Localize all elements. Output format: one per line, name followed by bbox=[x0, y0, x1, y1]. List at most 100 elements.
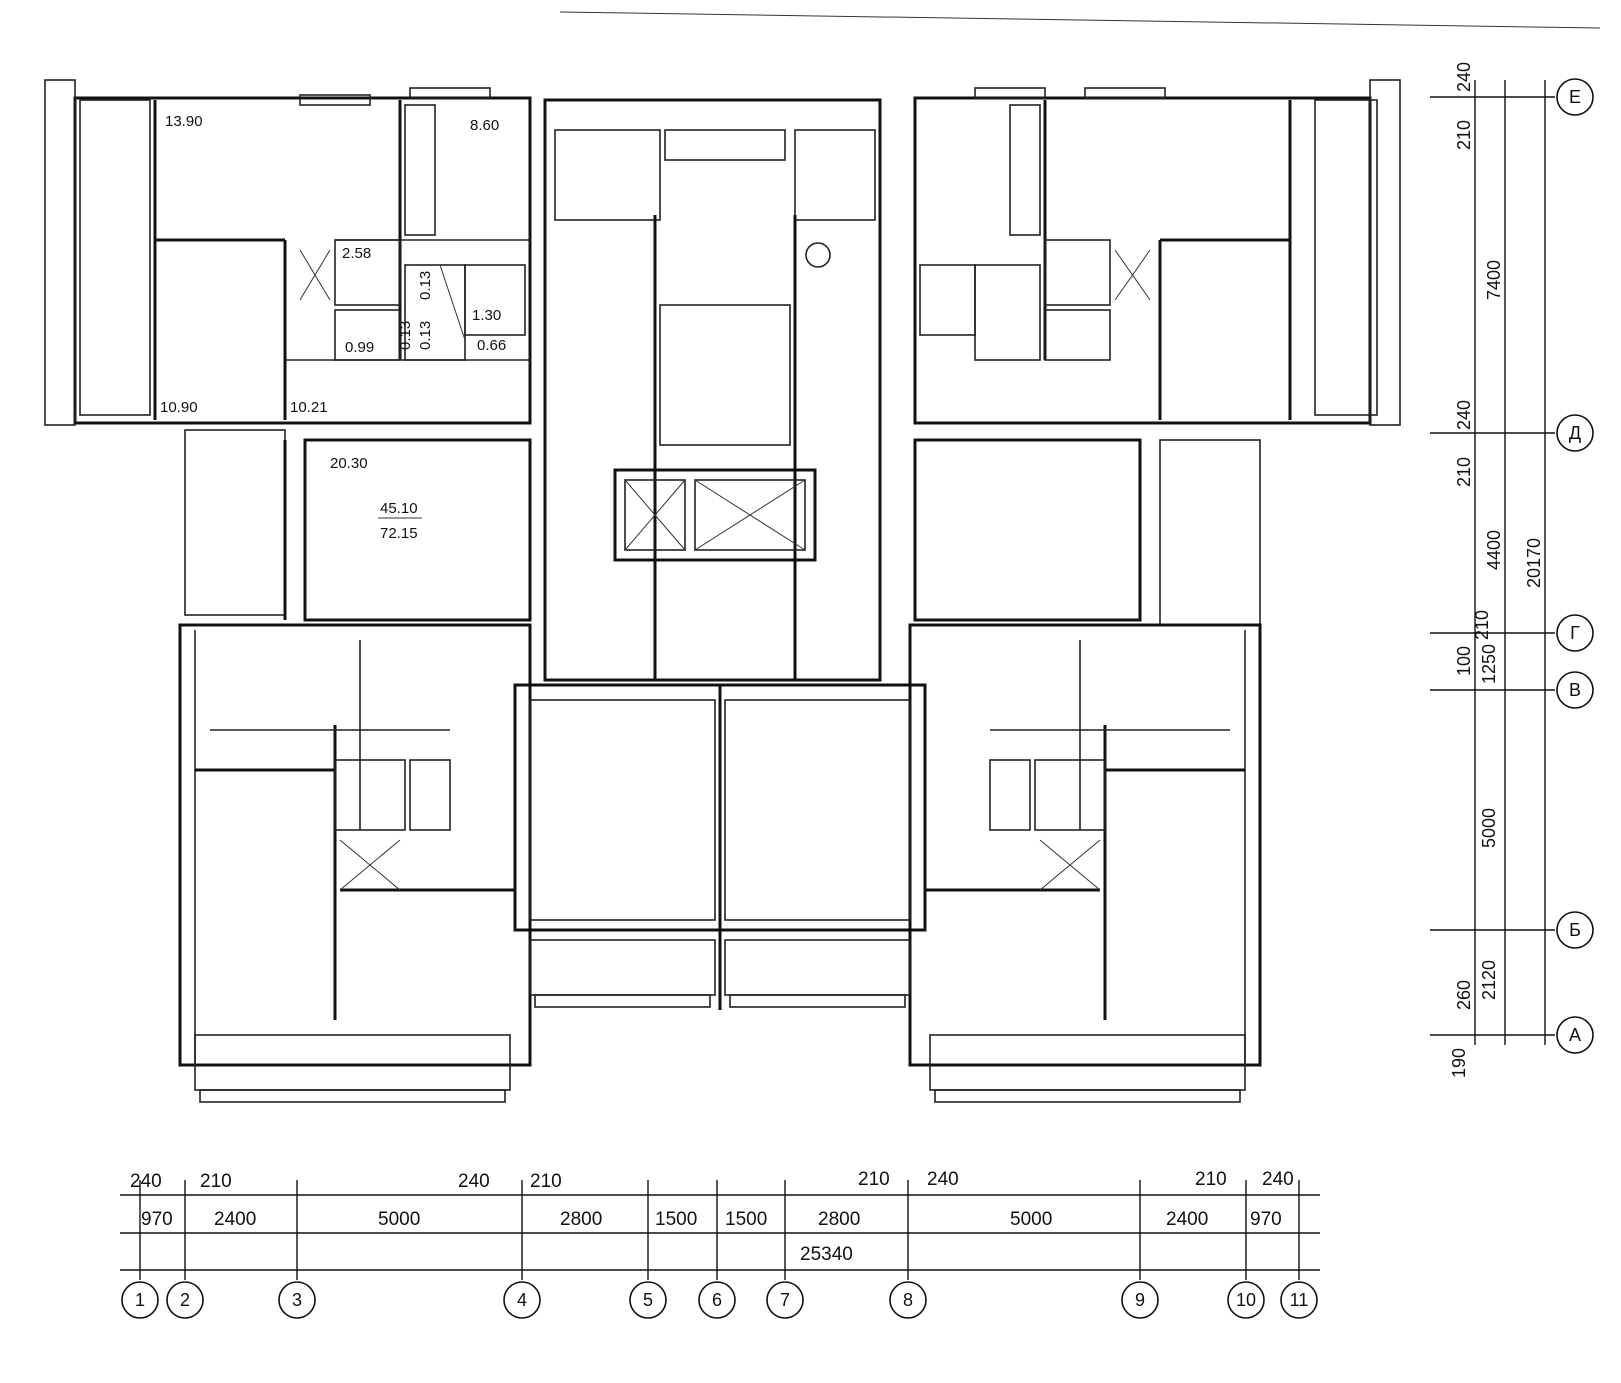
room-area-label: 0.13 bbox=[417, 321, 434, 350]
loggia-left bbox=[184, 429, 286, 616]
balcony-left-top bbox=[79, 99, 151, 416]
wall-thickness-label: 240 bbox=[1262, 1169, 1294, 1190]
column-axis-label: 7 bbox=[780, 1290, 790, 1310]
row-axis-label: Г bbox=[1570, 623, 1580, 643]
span-dimension: 260 bbox=[1454, 980, 1474, 1010]
span-dimension: 210 bbox=[1454, 120, 1474, 150]
span-dimension: 2120 bbox=[1479, 960, 1499, 1000]
balcony-right-top bbox=[1314, 99, 1378, 416]
column-axis-bubble bbox=[1227, 1281, 1265, 1319]
stair-flight-main bbox=[659, 304, 791, 446]
right-dimensions bbox=[1474, 80, 1546, 1045]
span-dimension: 1500 bbox=[655, 1209, 697, 1230]
column-axis-label: 5 bbox=[643, 1290, 653, 1310]
span-dimension: 1500 bbox=[725, 1209, 767, 1230]
column-axis-label: 3 bbox=[292, 1290, 302, 1310]
stair-flight-top-left bbox=[554, 129, 661, 221]
room-area-label: 2.58 bbox=[342, 245, 371, 262]
living-area-label: 45.10 bbox=[380, 500, 418, 517]
balcony-right-bottom bbox=[929, 1034, 1246, 1091]
column-axis-bubble bbox=[278, 1281, 316, 1319]
balcony-center-right bbox=[724, 939, 911, 996]
wall-thickness-label: 210 bbox=[200, 1171, 232, 1192]
total-height-dimension: 20170 bbox=[1524, 538, 1544, 588]
column-axis-bubble bbox=[121, 1281, 159, 1319]
room-area-label: 10.21 bbox=[290, 399, 328, 416]
room-area-label: 0.66 bbox=[477, 337, 506, 354]
wall-thickness-label: 240 bbox=[458, 1171, 490, 1192]
total-area-label: 72.15 bbox=[380, 525, 418, 542]
column-axis-label: 6 bbox=[712, 1290, 722, 1310]
room-area-label: 10.90 bbox=[160, 399, 198, 416]
span-dimension: 240 bbox=[1454, 400, 1474, 430]
column-axis-label: 10 bbox=[1236, 1290, 1256, 1310]
elevator-large bbox=[694, 479, 806, 551]
span-dimension: 5000 bbox=[1479, 808, 1499, 848]
column-axis-bubble bbox=[1280, 1281, 1318, 1319]
column-axis-group: 1 2 3 4 5 6 7 8 9 10 11 bbox=[121, 1180, 1318, 1319]
left-top-apartment bbox=[44, 79, 532, 622]
room-area-label: 20.30 bbox=[330, 455, 368, 472]
span-dimension: 2800 bbox=[818, 1209, 860, 1230]
stair-flight-top-right bbox=[794, 129, 876, 221]
left-bottom-apartment bbox=[178, 623, 532, 1103]
row-axis-label: Б bbox=[1569, 920, 1581, 940]
span-dimension: 190 bbox=[1449, 1048, 1469, 1078]
span-dimension: 970 bbox=[1250, 1209, 1282, 1230]
column-axis-bubble bbox=[629, 1281, 667, 1319]
span-dimension: 4400 bbox=[1484, 530, 1504, 570]
span-dimension: 2800 bbox=[560, 1209, 602, 1230]
wall-thickness-label: 210 bbox=[858, 1169, 890, 1190]
column-axis-label: 9 bbox=[1135, 1290, 1145, 1310]
wall-thickness-label: 210 bbox=[530, 1171, 562, 1192]
room-area-label: 0.13 bbox=[397, 321, 414, 350]
elevator-small bbox=[624, 479, 686, 551]
column-axis-bubble bbox=[503, 1281, 541, 1319]
span-dimension: 210 bbox=[1472, 610, 1492, 640]
column-axis-bubble bbox=[1121, 1281, 1159, 1319]
span-dimension: 5000 bbox=[1010, 1209, 1052, 1230]
column-axis-label: 4 bbox=[517, 1290, 527, 1310]
span-dimension: 2400 bbox=[1166, 1209, 1208, 1230]
span-dimension: 100 bbox=[1454, 646, 1474, 676]
span-dimension: 5000 bbox=[378, 1209, 420, 1230]
row-axis-label: Е bbox=[1569, 87, 1581, 107]
column-axis-label: 1 bbox=[135, 1290, 145, 1310]
column-axis-bubble bbox=[166, 1281, 204, 1319]
row-axis-label: Д bbox=[1569, 423, 1581, 443]
wall-thickness-label: 240 bbox=[927, 1169, 959, 1190]
room-area-label: 0.99 bbox=[345, 339, 374, 356]
total-width-dimension: 25340 bbox=[800, 1244, 853, 1265]
bottom-dimensions bbox=[120, 1194, 1320, 1271]
row-axis-label: В bbox=[1569, 680, 1581, 700]
wall-thickness-label: 210 bbox=[1195, 1169, 1227, 1190]
loggia-right bbox=[1159, 439, 1261, 626]
right-bottom-apartment bbox=[908, 623, 1262, 1103]
room-area-label: 8.60 bbox=[470, 117, 499, 134]
span-dimension: 240 bbox=[1454, 62, 1474, 92]
wall-thickness-label: 240 bbox=[130, 1171, 162, 1192]
column-axis-label: 8 bbox=[903, 1290, 913, 1310]
span-dimension: 210 bbox=[1454, 457, 1474, 487]
row-axis-bubble bbox=[1556, 1016, 1594, 1054]
row-axis-bubble bbox=[1556, 911, 1594, 949]
span-dimension: 1250 bbox=[1479, 644, 1499, 684]
room-area-label: 13.90 bbox=[165, 113, 203, 130]
column-axis-bubble bbox=[698, 1281, 736, 1319]
row-axis-bubble bbox=[1556, 671, 1594, 709]
balcony-center-left bbox=[529, 939, 716, 996]
span-dimension: 970 bbox=[141, 1209, 173, 1230]
sheet-edge-line bbox=[559, 11, 1601, 29]
central-bottom-rooms bbox=[513, 683, 927, 1010]
column-axis-label: 11 bbox=[1290, 1290, 1309, 1310]
row-axis-bubble bbox=[1556, 78, 1594, 116]
span-dimension: 7400 bbox=[1484, 260, 1504, 300]
right-top-apartment bbox=[913, 79, 1401, 626]
span-dimension: 2400 bbox=[214, 1209, 256, 1230]
row-axis-bubble bbox=[1556, 614, 1594, 652]
column-axis-bubble bbox=[889, 1281, 927, 1319]
row-axis-bubble bbox=[1556, 414, 1594, 452]
room-area-label: 0.13 bbox=[417, 271, 434, 300]
column-axis-label: 2 bbox=[180, 1290, 190, 1310]
